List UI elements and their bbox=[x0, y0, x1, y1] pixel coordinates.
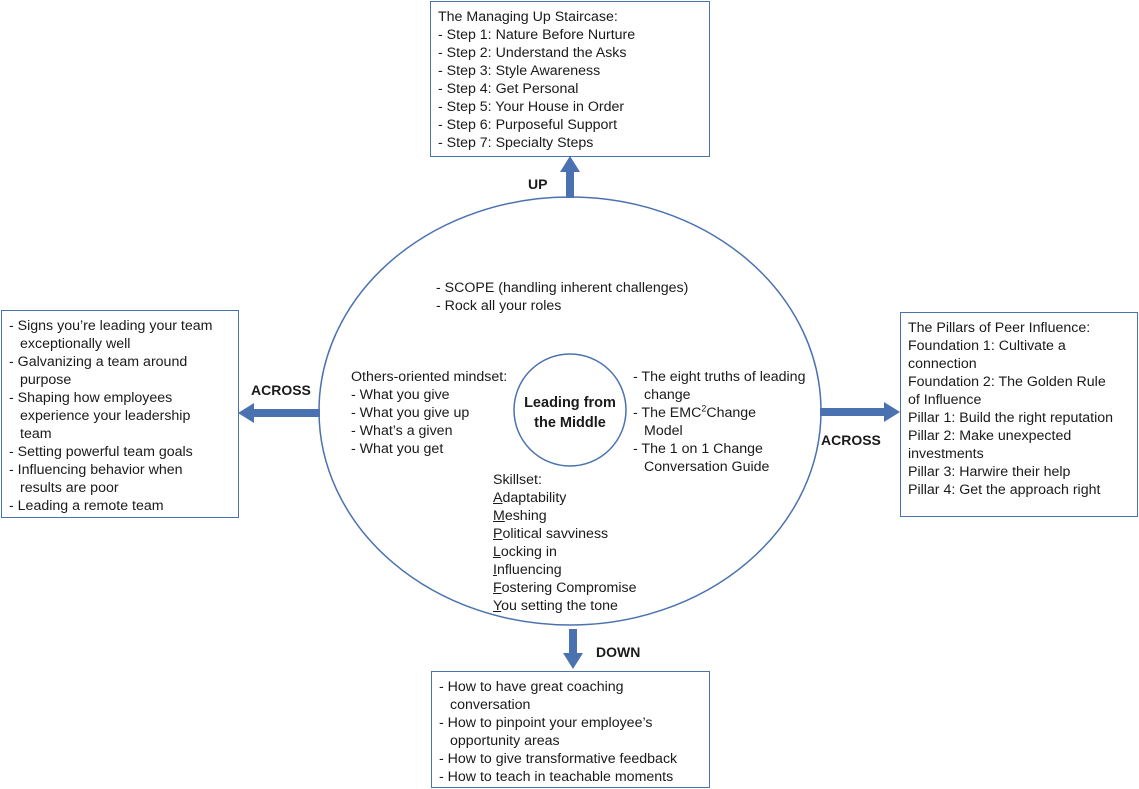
skill-rest: eshing bbox=[504, 508, 547, 524]
center-circle bbox=[513, 353, 627, 467]
skillset-item: Political savviness bbox=[493, 525, 637, 543]
center-title: Leading from the Middle bbox=[514, 393, 626, 433]
right-arrow bbox=[820, 402, 900, 422]
left-box-line: results are poor bbox=[20, 480, 119, 496]
skill-initial: I bbox=[493, 562, 497, 578]
up-arrow bbox=[560, 156, 580, 198]
left-arrow bbox=[238, 403, 320, 423]
up-box-item: - Step 6: Purposeful Support bbox=[438, 117, 618, 133]
down-box-line: conversation bbox=[450, 697, 531, 713]
change-block: - The eight truths of leading change - T… bbox=[633, 368, 805, 476]
change-line: Conversation Guide bbox=[644, 459, 770, 475]
right-box-line: Foundation 1: Cultivate a bbox=[908, 338, 1066, 354]
skill-initial: Y bbox=[493, 598, 502, 614]
skillset-item: Influencing bbox=[493, 561, 637, 579]
scope-list: - SCOPE (handling inherent challenges) -… bbox=[436, 279, 688, 315]
down-box-line: - How to have great coaching bbox=[439, 679, 624, 695]
left-box-line: - Leading a remote team bbox=[9, 498, 164, 514]
skillset-block: Skillset: Adaptability Meshing Political… bbox=[493, 471, 637, 615]
center-title-line: the Middle bbox=[534, 415, 606, 431]
across-right-label: ACROSS bbox=[821, 432, 881, 448]
skillset-item: You setting the tone bbox=[493, 597, 637, 615]
mindset-item: - What you give up bbox=[351, 405, 470, 421]
mindset-item: - What you get bbox=[351, 441, 444, 457]
mindset-title: Others-oriented mindset: bbox=[351, 369, 508, 385]
skill-initial: A bbox=[493, 490, 503, 506]
down-box-line: - How to give transformative feedback bbox=[439, 751, 678, 767]
skillset-item: Locking in bbox=[493, 543, 637, 561]
up-box-item: - Step 2: Understand the Asks bbox=[438, 45, 627, 61]
emc-prefix: - The EMC bbox=[633, 405, 702, 421]
left-box-line: - Setting powerful team goals bbox=[9, 444, 193, 460]
right-box-line: The Pillars of Peer Influence: bbox=[908, 320, 1091, 336]
scope-item: - SCOPE (handling inherent challenges) bbox=[436, 280, 689, 296]
change-line: - The 1 on 1 Change bbox=[633, 441, 763, 457]
left-box-line: purpose bbox=[20, 372, 72, 388]
mindset-item: - What’s a given bbox=[351, 423, 453, 439]
skillset-item: Fostering Compromise bbox=[493, 579, 637, 597]
down-label: DOWN bbox=[596, 644, 641, 660]
scope-item: - Rock all your roles bbox=[436, 298, 562, 314]
skill-initial: M bbox=[493, 508, 505, 524]
up-box-item: - Step 4: Get Personal bbox=[438, 81, 579, 97]
left-box-line: experience your leadership bbox=[20, 408, 191, 424]
left-box-line: - Influencing behavior when bbox=[9, 462, 183, 478]
down-box-line: - How to pinpoint your employee’s bbox=[439, 715, 653, 731]
skill-rest: daptability bbox=[502, 490, 567, 506]
change-line: change bbox=[644, 387, 691, 403]
emc-superscript: 2 bbox=[701, 403, 707, 414]
leading-team-box: - Signs you’re leading your team excepti… bbox=[1, 310, 239, 518]
left-box-line: team bbox=[20, 426, 52, 442]
skill-initial: F bbox=[493, 580, 502, 596]
right-box-line: Pillar 1: Build the right reputation bbox=[908, 410, 1114, 426]
right-box-line: connection bbox=[908, 356, 977, 372]
skill-rest: ostering Compromise bbox=[501, 580, 637, 596]
skillset-item: Adaptability bbox=[493, 489, 637, 507]
right-box-line: Foundation 2: The Golden Rule bbox=[908, 374, 1106, 390]
coaching-box: - How to have great coaching conversatio… bbox=[431, 671, 710, 788]
skill-rest: ou setting the tone bbox=[501, 598, 618, 614]
left-box-line: exceptionally well bbox=[20, 336, 131, 352]
up-label: UP bbox=[528, 176, 548, 192]
left-box-line: - Galvanizing a team around bbox=[9, 354, 188, 370]
emc-suffix: Change bbox=[706, 405, 757, 421]
left-box-line: - Signs you’re leading your team bbox=[9, 318, 213, 334]
mindset-item: - What you give bbox=[351, 387, 450, 403]
right-box-line: Pillar 4: Get the approach right bbox=[908, 482, 1101, 498]
up-box-item: - Step 7: Specialty Steps bbox=[438, 135, 594, 151]
down-arrow bbox=[563, 629, 583, 669]
skill-initial: L bbox=[493, 544, 501, 560]
mindset-block: Others-oriented mindset: - What you give… bbox=[351, 368, 507, 458]
up-box-item: - Step 5: Your House in Order bbox=[438, 99, 625, 115]
right-box-line: investments bbox=[908, 446, 984, 462]
down-box-line: opportunity areas bbox=[450, 733, 560, 749]
right-box-line: Pillar 3: Harwire their help bbox=[908, 464, 1071, 480]
up-box-item: - Step 1: Nature Before Nurture bbox=[438, 27, 636, 43]
peer-influence-box: The Pillars of Peer Influence: Foundatio… bbox=[900, 312, 1138, 517]
skillset-item: Meshing bbox=[493, 507, 637, 525]
skill-initial: P bbox=[493, 526, 503, 542]
skill-rest: nfluencing bbox=[496, 562, 562, 578]
right-box-line: of Influence bbox=[908, 392, 982, 408]
up-box-item: - Step 3: Style Awareness bbox=[438, 63, 601, 79]
left-box-line: - Shaping how employees bbox=[9, 390, 173, 406]
change-line: - The eight truths of leading bbox=[633, 369, 806, 385]
center-title-line: Leading from bbox=[524, 395, 616, 411]
managing-up-box: The Managing Up Staircase: - Step 1: Nat… bbox=[430, 1, 710, 157]
up-box-title: The Managing Up Staircase: bbox=[438, 9, 618, 25]
skill-rest: olitical savviness bbox=[502, 526, 609, 542]
right-box-line: Pillar 2: Make unexpected bbox=[908, 428, 1072, 444]
across-left-label: ACROSS bbox=[251, 382, 311, 398]
change-line: Model bbox=[644, 423, 683, 439]
change-line-emc: - The EMC2Change bbox=[633, 404, 805, 422]
skill-rest: ocking in bbox=[500, 544, 557, 560]
down-box-line: - How to teach in teachable moments bbox=[439, 769, 674, 785]
skillset-title: Skillset: bbox=[493, 472, 542, 488]
